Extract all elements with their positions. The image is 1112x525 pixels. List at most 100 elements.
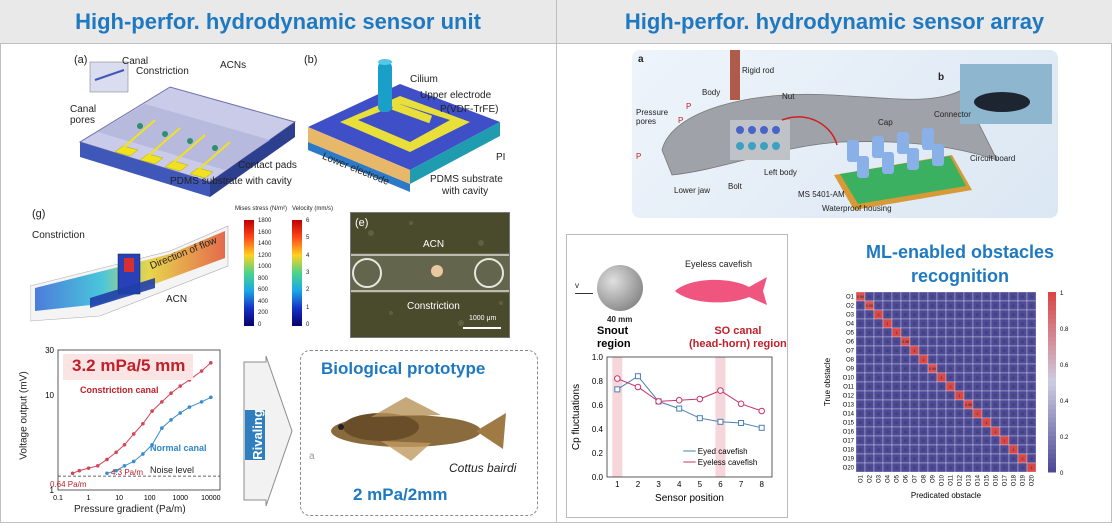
sens-xtick: 1000 bbox=[172, 495, 188, 502]
matrix-cell-value: 0 bbox=[950, 394, 952, 398]
normal-point bbox=[178, 411, 183, 415]
matrix-cell-value: 0 bbox=[941, 295, 943, 299]
matrix-col-label: O14 bbox=[976, 474, 982, 486]
matrix-cell-value: 0 bbox=[986, 457, 988, 461]
matrix-cell-value: 0 bbox=[932, 403, 934, 407]
colorbar-tick: 1 bbox=[1060, 291, 1064, 297]
matrix-cell-value: 1 bbox=[986, 421, 988, 425]
colorbar-stress-tick: 200 bbox=[258, 310, 269, 317]
matrix-cell-value: 0 bbox=[1022, 313, 1024, 317]
matrix-cell-value: 0 bbox=[914, 439, 916, 443]
matrix-cell-value: 0 bbox=[995, 358, 997, 362]
colorbar-segment bbox=[1048, 458, 1056, 464]
robot-letter-b: b bbox=[938, 72, 945, 83]
matrix-cell-value: 0 bbox=[968, 448, 970, 452]
matrix-cell-value: 0 bbox=[923, 457, 925, 461]
cylinder-label: 40 mm bbox=[607, 315, 633, 324]
matrix-cell-value: 0 bbox=[1031, 349, 1033, 353]
matrix-cell-value: 0 bbox=[977, 448, 979, 452]
matrix-cell-value: 0 bbox=[905, 466, 907, 470]
matrix-cell-value: 0 bbox=[869, 466, 871, 470]
eyed-point bbox=[717, 418, 724, 425]
label-constriction-e: Constriction bbox=[407, 301, 460, 312]
matrix-cell-value: 0 bbox=[932, 421, 934, 425]
matrix-cell-value: 0 bbox=[1022, 367, 1024, 371]
matrix-cell-value: 0 bbox=[1013, 322, 1015, 326]
matrix-row-label: O17 bbox=[843, 439, 855, 445]
matrix-cell-value: 0 bbox=[959, 457, 961, 461]
matrix-cell-value: 0 bbox=[896, 430, 898, 434]
matrix-cell-value: 0 bbox=[1031, 448, 1033, 452]
matrix-cell-value: 0 bbox=[860, 340, 862, 344]
matrix-cell-value: 0 bbox=[1004, 340, 1006, 344]
matrix-cell-value: 0 bbox=[995, 421, 997, 425]
matrix-cell-value: 0 bbox=[923, 385, 925, 389]
matrix-cell-value: 0 bbox=[896, 340, 898, 344]
matrix-cell-value: 0 bbox=[1031, 457, 1033, 461]
matrix-cell-value: 0 bbox=[932, 313, 934, 317]
label-p2: P bbox=[678, 116, 684, 125]
matrix-cell-value: 0 bbox=[1022, 466, 1024, 470]
matrix-cell-value: 0 bbox=[950, 403, 952, 407]
matrix-cell-value: 0 bbox=[914, 430, 916, 434]
matrix-cell-value: 0 bbox=[959, 295, 961, 299]
colorbar-segment bbox=[1048, 292, 1056, 297]
matrix-cell-value: 0 bbox=[986, 349, 988, 353]
matrix-cell-value: 0 bbox=[923, 412, 925, 416]
eyeless-point bbox=[696, 395, 704, 403]
matrix-col-label: O11 bbox=[949, 474, 955, 486]
matrix-cell-value: 0 bbox=[1031, 367, 1033, 371]
matrix-cell-value: 0 bbox=[869, 403, 871, 407]
matrix-cell-value: 0 bbox=[1031, 340, 1033, 344]
matrix-row-label: O1 bbox=[846, 295, 855, 301]
label-acn-e: ACN bbox=[423, 239, 445, 250]
matrix-row-label: O10 bbox=[843, 376, 855, 382]
colorbar-segment bbox=[1048, 364, 1056, 369]
matrix-cell-value: 0 bbox=[986, 376, 988, 380]
matrix-cell-value: 0 bbox=[914, 376, 916, 380]
colorbar-segment bbox=[1048, 395, 1056, 401]
sens-xtick: 100 bbox=[144, 495, 156, 502]
matrix-cell-value: 0 bbox=[977, 322, 979, 326]
matrix-cell-value: 0 bbox=[932, 349, 934, 353]
colorbar-segment bbox=[1048, 328, 1056, 333]
matrix-row-label: O13 bbox=[843, 403, 855, 409]
matrix-row-label: O12 bbox=[843, 394, 855, 400]
colorbar-segment bbox=[1048, 391, 1056, 396]
cp-xtick: 7 bbox=[739, 480, 744, 489]
panel-a-letter: (a) bbox=[74, 54, 88, 66]
matrix-cell-value: 0 bbox=[977, 403, 979, 407]
matrix-cell-value: 0 bbox=[977, 340, 979, 344]
matrix-col-label: O8 bbox=[922, 474, 928, 483]
big-label-bg bbox=[63, 354, 193, 380]
colorbar-segment bbox=[1048, 319, 1056, 324]
label-ms5401: MS 5401-AM bbox=[798, 190, 845, 199]
matrix-cell-value: 0 bbox=[896, 385, 898, 389]
colorbar-tick: 0.6 bbox=[1060, 363, 1069, 369]
matrix-cell-value: 0.98 bbox=[965, 403, 972, 407]
matrix-cell-value: 0 bbox=[1004, 421, 1006, 425]
matrix-cell-value: 0 bbox=[914, 340, 916, 344]
matrix-cell-value: 0 bbox=[887, 448, 889, 452]
matrix-cell-value: 0 bbox=[986, 439, 988, 443]
matrix-cell-value: 0 bbox=[950, 376, 952, 380]
matrix-cell-value: 0 bbox=[860, 439, 862, 443]
colorbar-segment bbox=[1048, 368, 1056, 374]
matrix-row-label: O15 bbox=[843, 421, 855, 427]
colorbar-velocity bbox=[292, 220, 302, 326]
normal-point bbox=[160, 426, 164, 430]
matrix-cell-value: 0 bbox=[878, 331, 880, 335]
matrix-cell-value: 1 bbox=[959, 394, 961, 398]
matrix-row-label: O4 bbox=[846, 322, 855, 328]
colorbar-segment bbox=[1048, 427, 1056, 432]
colorbar-stress-title: Mises stress (N/m²) bbox=[235, 206, 287, 212]
matrix-cell-value: 0 bbox=[1022, 403, 1024, 407]
matrix-cell-value: 0 bbox=[977, 304, 979, 308]
colorbar-velocity-tick: 6 bbox=[306, 218, 310, 224]
matrix-cell-value: 0 bbox=[860, 403, 862, 407]
constriction-canal-label: Constriction canal bbox=[80, 385, 159, 395]
matrix-cell-value: 0 bbox=[905, 313, 907, 317]
matrix-cell-value: 1 bbox=[1013, 448, 1015, 452]
bio-fish-drawing bbox=[331, 397, 506, 461]
